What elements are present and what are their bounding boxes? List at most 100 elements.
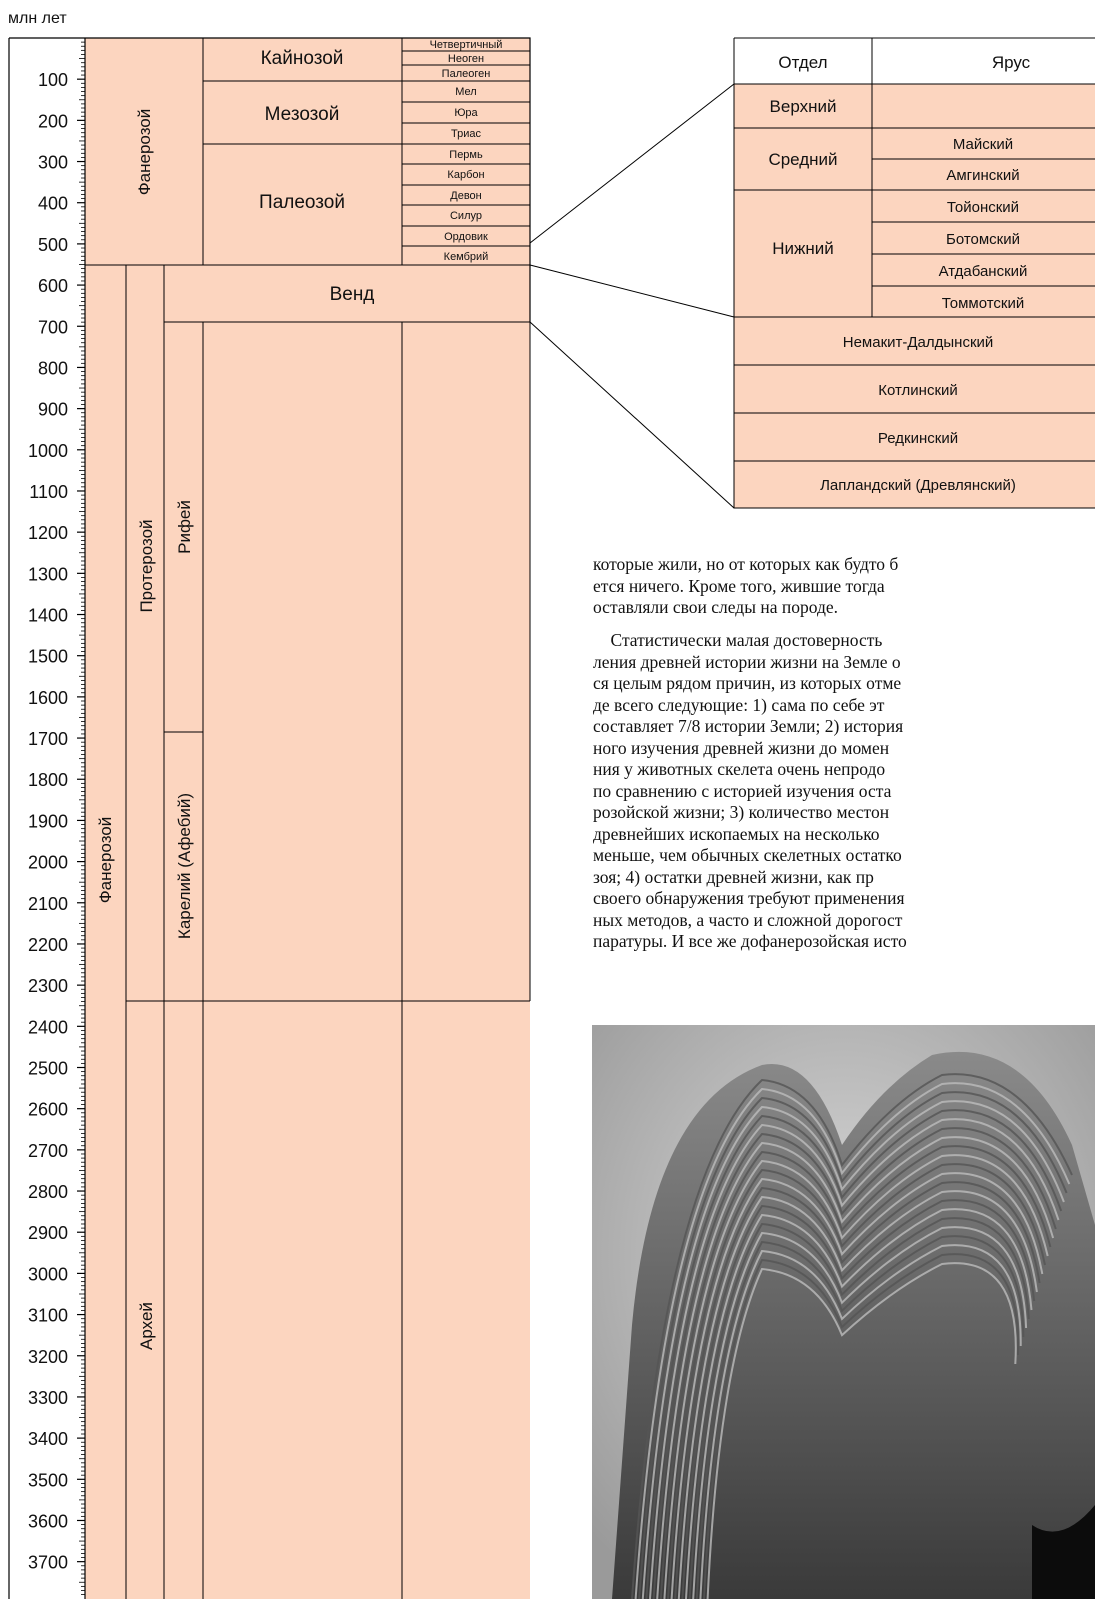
period-label: Триас: [451, 128, 481, 140]
period-label: Мел: [455, 86, 476, 98]
tick-label: 300: [38, 153, 68, 173]
text-line: оставляли свои следы на породе.: [593, 597, 839, 617]
tick-label: 1800: [28, 770, 68, 790]
tick-label: 1300: [28, 564, 68, 584]
tick-label: 2100: [28, 894, 68, 914]
period-label: Четвертичный: [430, 39, 503, 51]
text-line: зоя; 4) остатки древней жизни, как пр: [593, 866, 874, 887]
period-label: Юра: [454, 107, 478, 119]
era-paleozoic: Палеозой: [259, 192, 345, 213]
period-label: Палеоген: [442, 68, 491, 80]
text-line: ного изучения древней жизни до момен: [593, 737, 890, 758]
paragraph-2: Статистически малая достоверность ления …: [593, 630, 1095, 953]
vendian-stage-label: Лапландский (Древлянский): [820, 477, 1016, 494]
text-line: древнейших ископаемых на несколько: [593, 823, 880, 844]
period-label: Неоген: [448, 53, 484, 65]
tick-label: 800: [38, 358, 68, 378]
tick-label: 100: [38, 70, 68, 90]
tick-label: 2500: [28, 1059, 68, 1079]
tick-label: 400: [38, 194, 68, 214]
section-upper: Верхний: [770, 97, 837, 116]
text-line: меньше, чем обычных скелетных остатко: [593, 845, 902, 865]
tick-label: 1700: [28, 729, 68, 749]
tick-label: 3300: [28, 1388, 68, 1408]
tick-label: 3200: [28, 1347, 68, 1367]
phanerozoic-grid: [85, 38, 530, 266]
tick-label: 2800: [28, 1182, 68, 1202]
text-line: по сравнению с историей изучения оста: [593, 780, 892, 801]
eon-label-riphean: Рифей: [175, 500, 194, 554]
stage-label: Томмотский: [942, 295, 1025, 312]
tick-label: 2600: [28, 1100, 68, 1120]
period-label: Силур: [450, 210, 482, 222]
tick-label: 3500: [28, 1470, 68, 1490]
chart-frame: [8, 37, 531, 1599]
tick-label: 500: [38, 235, 68, 255]
text-line: ния у животных скелета очень непродо: [593, 759, 886, 779]
tick-label: 1200: [28, 523, 68, 543]
stage-label: Амгинский: [946, 167, 1019, 184]
text-line: своего обнаружения требуют применения: [593, 888, 905, 908]
period-label: Карбон: [447, 169, 484, 181]
table-header-section: Отдел: [778, 53, 827, 72]
text-line: де всего следующие: 1) сама по себе эт: [593, 694, 885, 715]
tick-label: 200: [38, 111, 68, 131]
timeline-fill: [85, 38, 530, 1599]
stage-label: Атдабанский: [939, 263, 1028, 280]
tick-label: 3400: [28, 1429, 68, 1449]
tick-label: 1400: [28, 606, 68, 626]
tick-label: 1500: [28, 647, 68, 667]
period-label: Пермь: [449, 149, 483, 161]
cambrian-detail-table: Отдел Ярус Верхний Средний Нижний Майски…: [733, 37, 1095, 509]
axis-ticks: 100 200 300 400 500 600 700 800 900 1000 1100 1200 1…: [28, 41, 85, 1596]
vendian-stage-label: Котлинский: [878, 382, 958, 399]
tick-label: 3100: [28, 1306, 68, 1326]
tick-label: 2300: [28, 976, 68, 996]
stage-label: Ботомский: [946, 231, 1020, 248]
vendian-stage-label: Редкинский: [878, 430, 958, 447]
tick-label: 900: [38, 400, 68, 420]
section-lower: Нижний: [772, 239, 834, 258]
eon-label-lower: Фанерозой: [96, 817, 115, 904]
text-line: ления древней истории жизни на Земле о: [593, 651, 901, 672]
tick-label: 1900: [28, 811, 68, 831]
period-label: Девон: [450, 190, 481, 202]
eon-label-phanerozoic: Фанерозой: [135, 109, 154, 196]
text-line: Статистически малая достоверность: [593, 630, 883, 650]
vendian-stage-label: Немакит-Далдынский: [843, 334, 994, 351]
tick-label: 2000: [28, 853, 68, 873]
stage-label: Тойонский: [947, 199, 1019, 216]
tick-label: 700: [38, 317, 68, 337]
period-label: Кембрий: [444, 251, 489, 263]
stage-label: Майский: [953, 136, 1013, 153]
eon-label-proterozoic: Протерозой: [137, 519, 156, 612]
text-line: ных методов, а часто и сложной дорогост: [593, 909, 903, 930]
text-line: паратуры. И все же дофанерозойская исто: [593, 931, 907, 951]
tick-label: 600: [38, 276, 68, 296]
eon-label-archean: Архей: [137, 1302, 156, 1350]
table-header-stage: Ярус: [992, 53, 1031, 72]
text-line: розойской жизни; 3) количество местон: [593, 802, 890, 822]
eon-label-karelian: Карелий (Афебий): [175, 793, 194, 939]
axis-strip: [9, 38, 85, 1599]
tick-label: 3700: [28, 1553, 68, 1573]
era-cenozoic: Кайнозой: [261, 48, 344, 69]
tick-label: 1000: [28, 441, 68, 461]
text-line: которые жили, но от которых как будто б: [593, 554, 899, 574]
tick-label: 1100: [29, 482, 68, 502]
tick-label: 2200: [28, 935, 68, 955]
paragraph-1: которые жили, но от которых как будто б …: [593, 554, 1095, 619]
tick-label: 3600: [28, 1511, 68, 1531]
text-line: ется ничего. Кроме того, жившие тогда: [593, 575, 885, 596]
text-line: ся целым рядом причин, из которых отме: [593, 673, 902, 693]
axis-unit-label: млн лет: [8, 10, 67, 27]
tick-label: 3000: [28, 1264, 68, 1284]
period-label: Ордовик: [444, 231, 488, 243]
tick-label: 2400: [28, 1017, 68, 1037]
connector-lines: [529, 83, 735, 509]
vend-label: Венд: [330, 284, 375, 305]
precambrian-grid: [125, 265, 531, 1599]
tick-label: 1600: [28, 688, 68, 708]
era-mesozoic: Мезозой: [265, 104, 340, 125]
